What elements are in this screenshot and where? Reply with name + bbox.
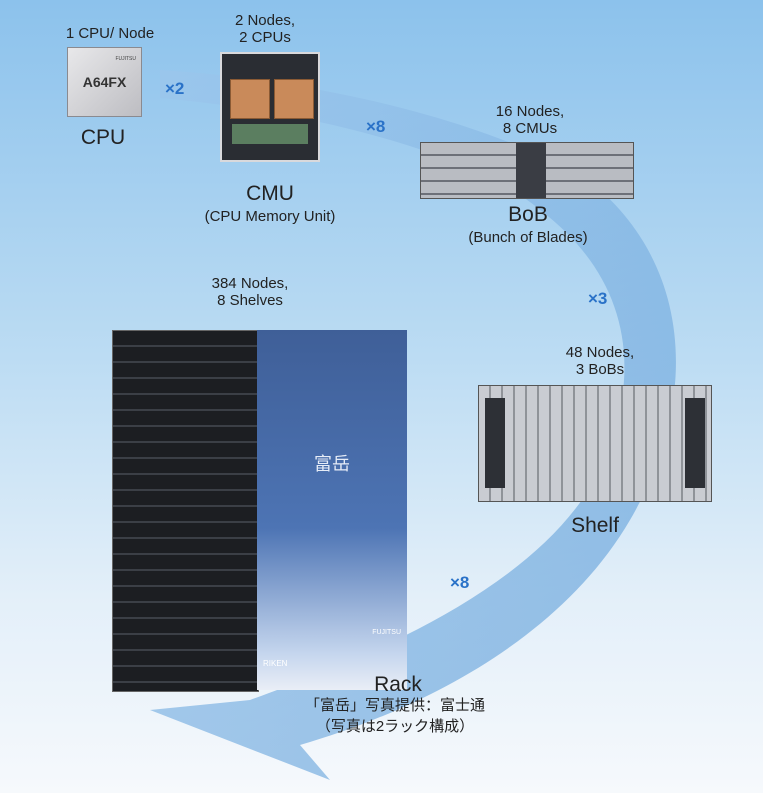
bob-subtitle: (Bunch of Blades) — [468, 229, 588, 246]
flow-arrow-band — [150, 70, 676, 780]
bob-label: BoB — [508, 203, 548, 226]
cpu-chip-model: A64FX — [82, 74, 127, 90]
rack-label: Rack — [374, 673, 422, 696]
multiplier-cmu-to-bob: ×8 — [366, 117, 386, 136]
bob-unit-image — [420, 142, 634, 199]
multiplier-cpu-to-cmu: ×2 — [165, 79, 185, 98]
shelf-caption: 48 Nodes, 3 BoBs — [565, 344, 635, 379]
cpu-label: CPU — [80, 126, 126, 149]
rack-brand-left: RIKEN — [263, 659, 288, 668]
cmu-board-image — [220, 52, 320, 162]
rack-note: （写真は2ラック構成） — [315, 718, 475, 735]
cpu-chip-image: FUJITSU A64FX — [67, 47, 142, 117]
rack-cabinet-front — [112, 330, 259, 692]
cmu-label: CMU — [246, 182, 294, 205]
cmu-subtitle: (CPU Memory Unit) — [204, 208, 336, 225]
rack-credit: 「富岳」写真提供：富士通 — [304, 697, 485, 714]
shelf-unit-image — [478, 385, 712, 502]
shelf-label: Shelf — [571, 514, 619, 537]
cpu-caption: 1 CPU/ Node — [65, 25, 155, 42]
rack-cabinet-side: 富岳 RIKEN FUJITSU — [257, 330, 407, 690]
rack-side-logo: 富岳 — [314, 454, 350, 475]
rack-caption: 384 Nodes, 8 Shelves — [211, 275, 289, 310]
multiplier-bob-to-shelf: ×3 — [588, 289, 608, 308]
multiplier-shelf-to-rack: ×8 — [450, 573, 470, 592]
rack-brand-right: FUJITSU — [372, 629, 401, 636]
cmu-caption: 2 Nodes, 2 CPUs — [234, 12, 296, 47]
bob-caption: 16 Nodes, 8 CMUs — [495, 103, 565, 138]
cpu-chip-brand: FUJITSU — [115, 56, 136, 62]
